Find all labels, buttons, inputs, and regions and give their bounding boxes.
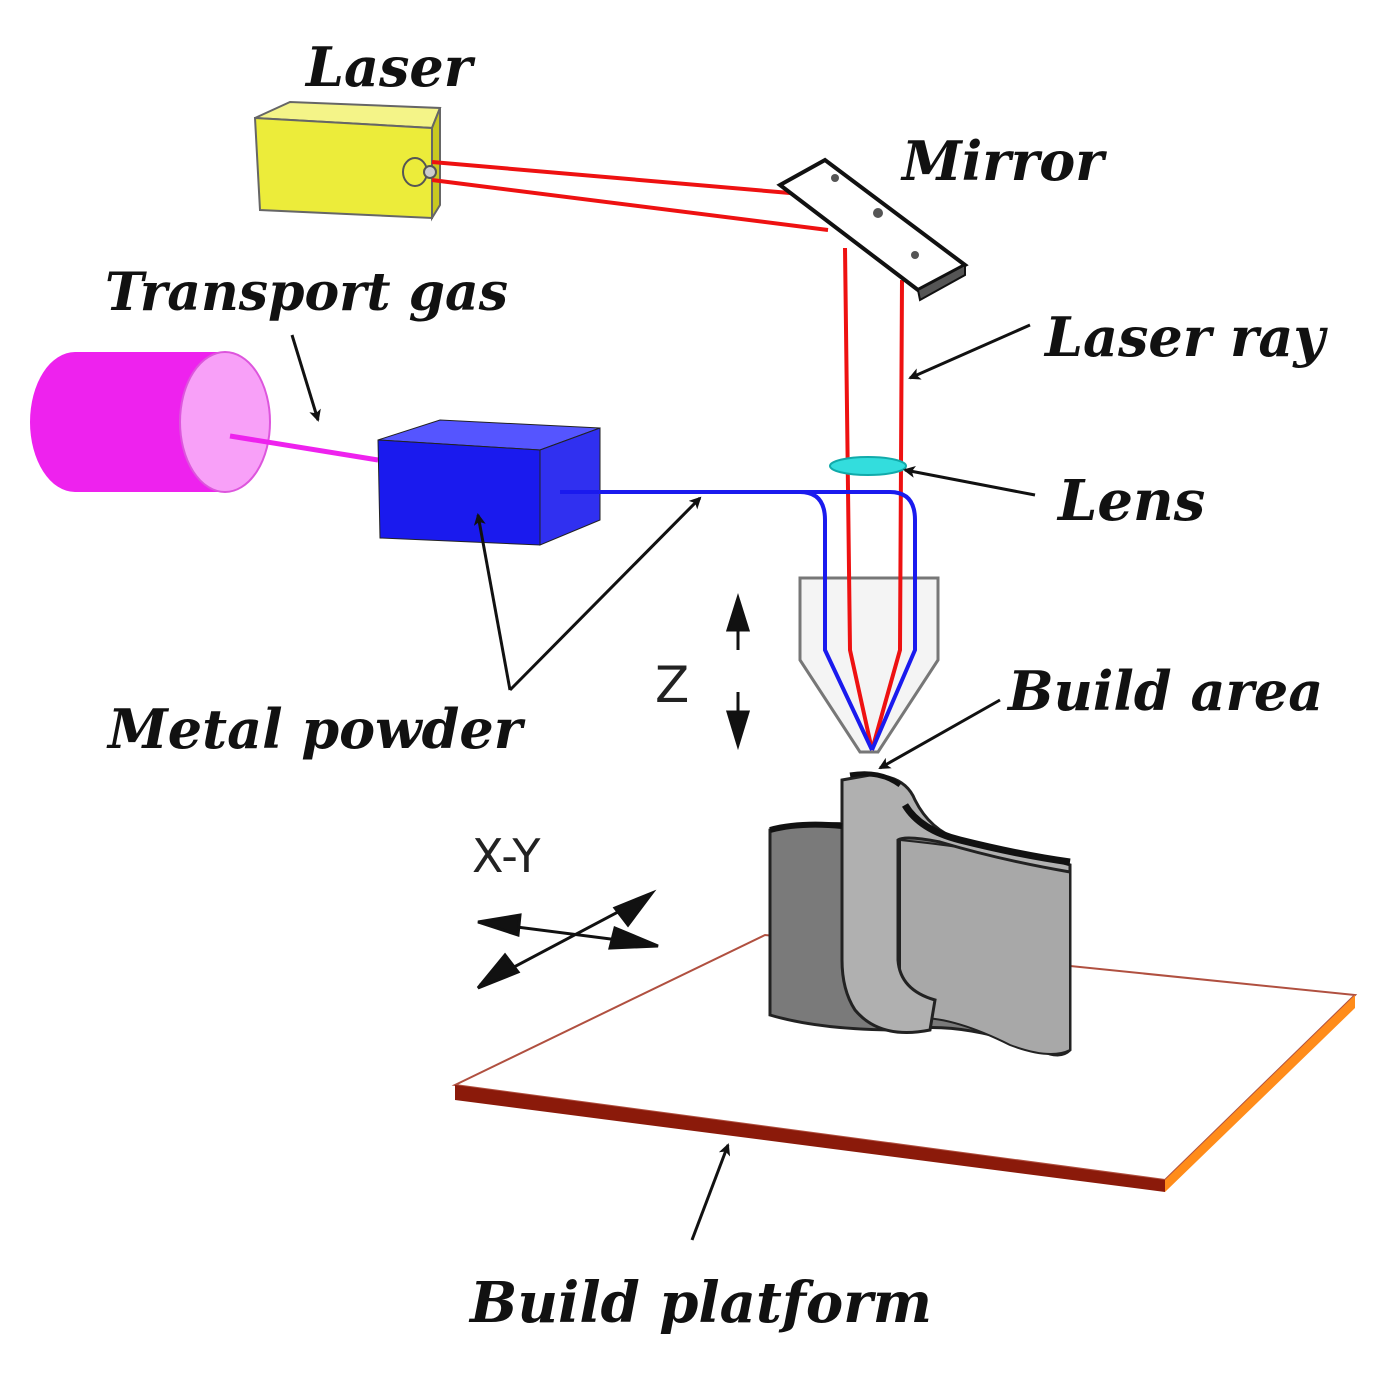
label-build-area: Build area <box>1006 659 1323 723</box>
gas-line <box>229 433 379 463</box>
label-laser: Laser <box>304 35 476 99</box>
laser-beam <box>431 160 904 751</box>
label-xy-axis: X-Y <box>472 829 541 883</box>
label-z-axis: Z <box>655 656 689 714</box>
built-part <box>768 771 1072 1057</box>
mirror <box>776 157 969 302</box>
powder-line <box>560 490 917 751</box>
label-laser-ray: Laser ray <box>1043 305 1328 369</box>
label-mirror: Mirror <box>900 129 1107 193</box>
xy-axis-arrows <box>476 889 659 990</box>
z-axis-arrows <box>725 592 751 751</box>
laser-source <box>253 100 442 222</box>
powder-feeder <box>377 419 601 546</box>
build-platform <box>451 933 1358 1192</box>
gas-cylinder <box>30 351 271 493</box>
label-lens: Lens <box>1056 468 1205 534</box>
label-transport-gas: Transport gas <box>105 262 508 323</box>
label-build-platform: Build platform <box>468 1270 932 1336</box>
label-metal-powder: Metal powder <box>106 697 526 761</box>
nozzle <box>798 576 940 754</box>
pointer-arrows <box>290 323 1036 1241</box>
lens <box>829 456 907 476</box>
